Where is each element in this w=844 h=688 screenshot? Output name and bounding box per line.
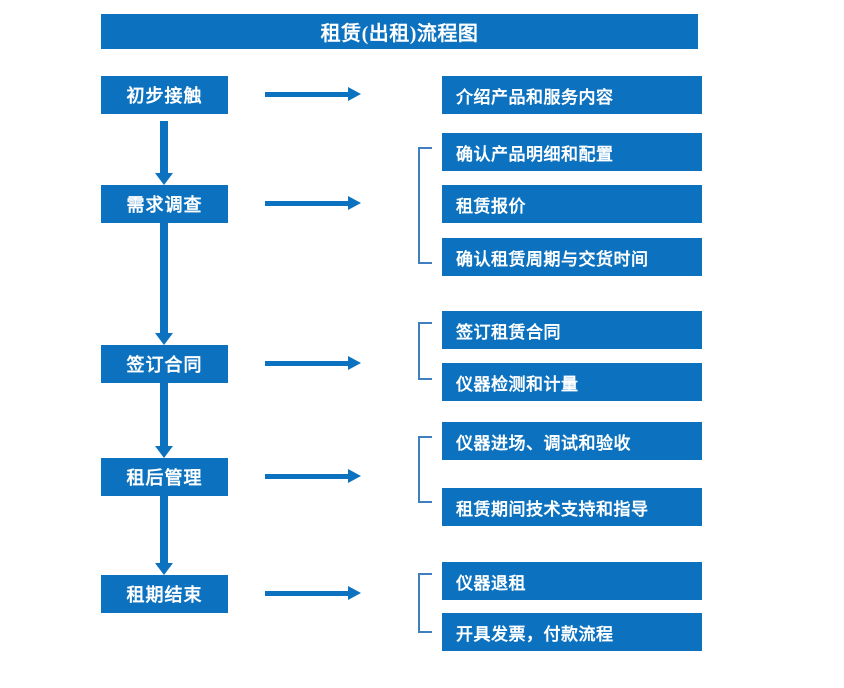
stage-box-2[interactable]: 需求调查 <box>101 185 228 223</box>
down-arrow-icon-1 <box>155 121 173 185</box>
detail-box-6[interactable]: 仪器检测和计量 <box>442 363 702 401</box>
group-bracket-icon-4 <box>418 573 432 633</box>
stage-box-5[interactable]: 租期结束 <box>101 575 228 613</box>
detail-box-2[interactable]: 确认产品明细和配置 <box>442 133 702 171</box>
detail-box-3[interactable]: 租赁报价 <box>442 185 702 223</box>
right-arrow-icon-2 <box>265 195 361 211</box>
detail-box-8[interactable]: 租赁期间技术支持和指导 <box>442 488 702 526</box>
right-arrow-icon-4 <box>265 468 361 484</box>
down-arrow-icon-4 <box>155 496 173 575</box>
detail-box-9[interactable]: 仪器退租 <box>442 562 702 600</box>
detail-box-10[interactable]: 开具发票，付款流程 <box>442 613 702 651</box>
down-arrow-icon-3 <box>155 383 173 458</box>
group-bracket-icon-1 <box>418 147 432 264</box>
stage-box-1[interactable]: 初步接触 <box>101 76 228 114</box>
detail-box-5[interactable]: 签订租赁合同 <box>442 311 702 349</box>
right-arrow-icon-1 <box>265 86 361 102</box>
stage-box-4[interactable]: 租后管理 <box>101 458 228 496</box>
stage-box-3[interactable]: 签订合同 <box>101 345 228 383</box>
detail-box-4[interactable]: 确认租赁周期与交货时间 <box>442 238 702 276</box>
down-arrow-icon-2 <box>155 223 173 345</box>
detail-box-7[interactable]: 仪器进场、调试和验收 <box>442 422 702 460</box>
detail-box-1[interactable]: 介绍产品和服务内容 <box>442 76 702 114</box>
right-arrow-icon-3 <box>265 355 361 371</box>
group-bracket-icon-2 <box>418 322 432 380</box>
right-arrow-icon-5 <box>265 585 361 601</box>
group-bracket-icon-3 <box>418 436 432 503</box>
chart-title: 租赁(出租)流程图 <box>101 14 698 49</box>
